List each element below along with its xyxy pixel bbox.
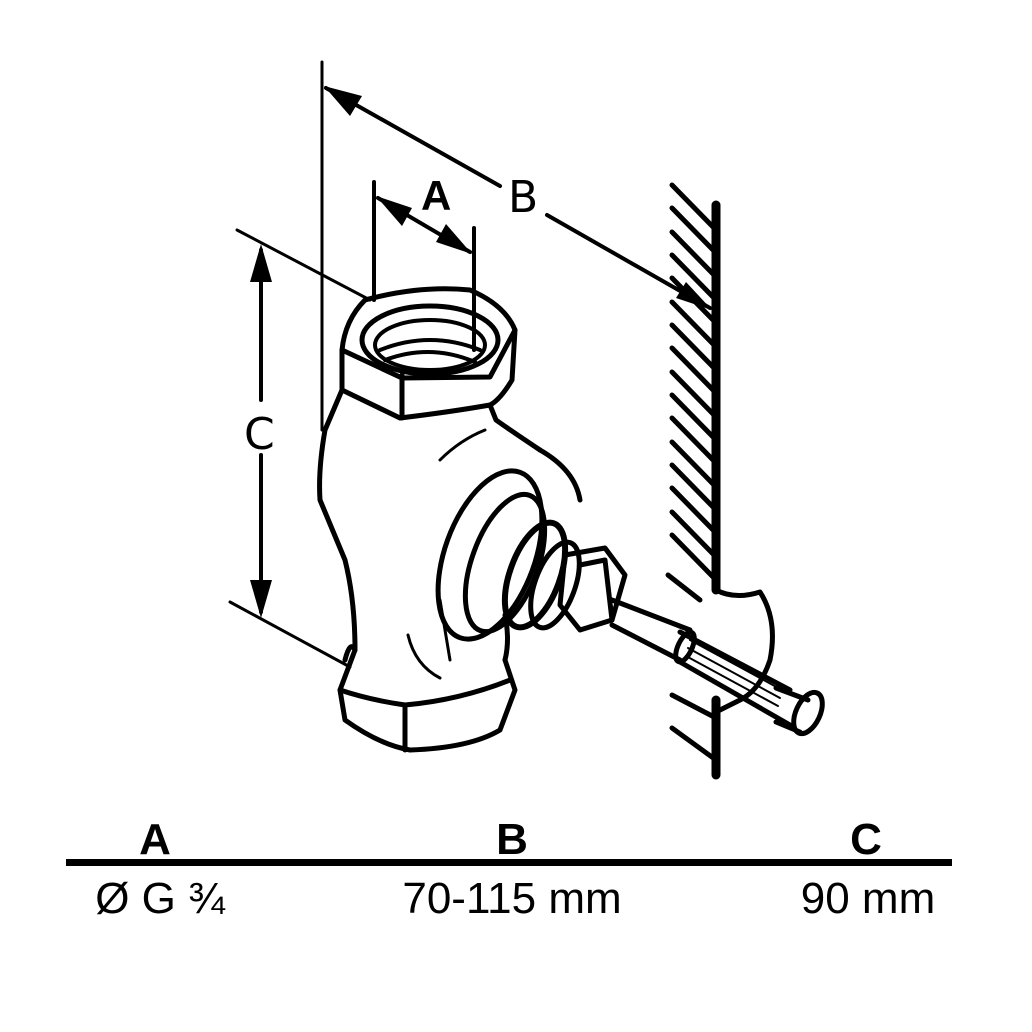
dimension-label-c: C xyxy=(244,409,275,460)
dimension-label-a: A xyxy=(421,172,452,219)
table-header-b: B xyxy=(496,815,528,864)
table-header-a: A xyxy=(139,815,171,864)
table-value-b: 70-115 mm xyxy=(402,874,622,923)
table-value-a: Ø G ¾ xyxy=(95,874,225,923)
dimension-label-b: B xyxy=(508,172,539,223)
valve-drawing xyxy=(228,60,825,780)
spindle-shaft-icon xyxy=(609,597,825,737)
wall-hatching-icon xyxy=(665,182,721,780)
table-value-c: 90 mm xyxy=(800,874,936,923)
valve-body-icon xyxy=(317,286,628,753)
table-header-c: C xyxy=(850,815,882,864)
table-divider xyxy=(66,859,952,866)
